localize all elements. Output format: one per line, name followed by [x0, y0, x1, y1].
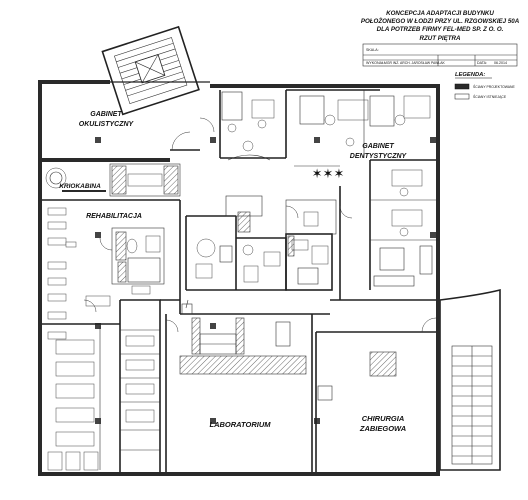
- staircase-top: [101, 25, 200, 116]
- legend: LEGENDA: ŚCIANY PROJEKTOWANE ŚCIANY ISTN…: [454, 72, 516, 100]
- skala-label: SKALA:: [366, 48, 379, 52]
- room-okulistyczny: GABINET OKULISTYCZNY: [42, 111, 200, 162]
- room-changing: [119, 299, 161, 472]
- room-dental-right: [369, 159, 436, 290]
- staircase-right: [439, 288, 501, 471]
- legend-item-existing: ŚCIANY ISTNIEJĄCE: [473, 94, 507, 99]
- label-gabinet-dent-1: GABINET: [362, 143, 394, 150]
- room-top-center: [219, 90, 287, 161]
- data-value: 06.2014: [494, 61, 507, 65]
- label-chirurgia-1: CHIRURGIA: [362, 414, 405, 423]
- title-line-2: POŁOŻONEGO W ŁODZI PRZY UL. RZGOWSKIEJ 5…: [361, 18, 520, 25]
- outer-walls: [38, 80, 440, 476]
- legend-swatch-existing: [454, 93, 470, 100]
- door-swings: [83, 117, 437, 333]
- stars-mark: ✶✶✶: [312, 166, 345, 181]
- room-dentystyczny: GABINET DENTYSTYCZNY ✶✶✶: [286, 89, 431, 181]
- title-line-1: KONCEPCJA ADAPTACJI BUDYNKU: [386, 10, 494, 17]
- label-gabinet-dent-2: DENTYSTYCZNY: [350, 153, 408, 160]
- data-label: DATA:: [477, 61, 487, 65]
- room-kriokabina: KRIOKABINA: [45, 163, 181, 197]
- label-chirurgia-2: ZABIEGOWA: [359, 424, 406, 433]
- legend-item-projected: ŚCIANY PROJEKTOWANE: [473, 84, 516, 89]
- columns: [95, 137, 436, 424]
- label-rehabilitacja: REHABILITACJA: [86, 213, 142, 220]
- wykonal-value: MGR INŻ. ARCH. JAROSŁAW PAWLAK: [384, 60, 445, 65]
- room-chirurgia: CHIRURGIA ZABIEGOWA: [315, 331, 436, 472]
- room-laboratorium: LABORATORIUM: [165, 314, 313, 472]
- rehab-beds: [47, 207, 77, 340]
- legend-swatch-projected: [454, 83, 470, 90]
- room-left-bottom: [42, 323, 120, 471]
- label-gabinet-oku-2: OKULISTYCZNY: [79, 121, 135, 128]
- title-line-4: RZUT PIĘTRA: [420, 35, 461, 42]
- room-sanitary-center: [185, 195, 337, 309]
- corridor-middle: [160, 165, 436, 315]
- wykonal-label: WYKONAŁ:: [366, 61, 385, 65]
- legend-title: LEGENDA:: [455, 72, 485, 78]
- label-kriokabina: KRIOKABINA: [59, 183, 101, 190]
- label-gabinet-oku-1: GABINET: [90, 111, 122, 118]
- label-laboratorium: LABORATORIUM: [210, 420, 272, 429]
- title-block: KONCEPCJA ADAPTACJI BUDYNKU POŁOŻONEGO W…: [361, 10, 520, 67]
- room-rehabilitacja: REHABILITACJA: [42, 199, 180, 340]
- title-line-3: DLA POTRZEB FIRMY FEL-MED SP. Z O. O.: [377, 26, 504, 33]
